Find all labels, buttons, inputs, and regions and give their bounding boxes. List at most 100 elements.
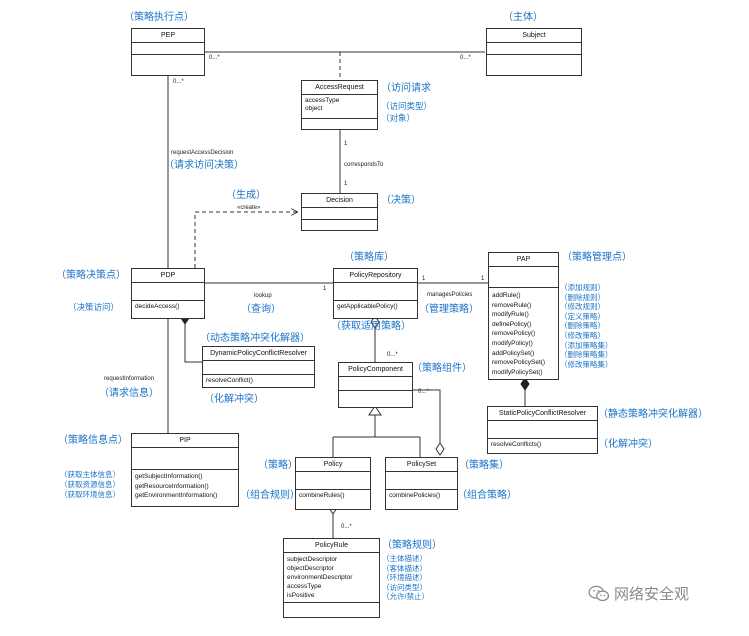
class-name: PolicyRepository — [334, 269, 417, 283]
annotation-combine-policies: （组合策略） — [457, 490, 517, 501]
annotation-pdp: （策略决策点） — [56, 270, 126, 281]
class-pip: PIP getSubjectInformation() getResourceI… — [131, 433, 239, 507]
class-policy-set: PolicySet combinePolicies() — [385, 457, 458, 510]
association-label: lookup — [254, 293, 272, 299]
operation: modifyPolicy() — [492, 339, 533, 347]
annotation-item: （添加规则） — [560, 283, 605, 292]
annotation-item: （获取环境信息） — [60, 490, 120, 499]
annotation-item: （添加策略集） — [560, 340, 613, 350]
class-pap: PAP addRule() removeRule() modifyRule() … — [488, 252, 559, 380]
annotation-pep: （策略执行点） — [124, 12, 194, 23]
annotation-list-pip-ops: （获取主体信息） （获取资源信息） （获取环境信息） — [60, 470, 120, 500]
class-static-conflict-resolver: StaticPolicyConflictResolver resolveConf… — [487, 406, 598, 454]
class-dynamic-conflict-resolver: DynamicPolicyConflictResolver resolveCon… — [202, 346, 315, 388]
annotation-resolve-conflict: （化解冲突） — [204, 394, 264, 405]
multiplicity-label: 0...* — [460, 55, 471, 61]
multiplicity-label: 1 — [344, 181, 348, 187]
class-decision: Decision — [301, 193, 378, 231]
association-label: requestAccessDecision — [171, 150, 234, 156]
watermark-text: 网络安全观 — [614, 586, 690, 603]
annotation-create: （生成） — [226, 190, 266, 201]
attribute: object — [305, 105, 323, 112]
attribute: environmentDescriptor — [287, 574, 353, 581]
annotation-item: （删除策略） — [560, 321, 605, 331]
edge-pdp-dynamic — [184, 318, 202, 363]
multiplicity-label: 1 — [323, 286, 327, 292]
operation: combineRules() — [299, 492, 345, 499]
class-attributes: subjectDescriptor objectDescriptor envir… — [284, 553, 379, 603]
attribute: isPositive — [287, 592, 315, 599]
annotation-policy-set: （策略集） — [459, 460, 509, 471]
annotation-item: （主体描述） — [382, 554, 427, 563]
annotation-pap: （策略管理点） — [562, 252, 632, 263]
annotation-repository: （策略库） — [344, 252, 394, 263]
operation: resolveConflicts() — [491, 441, 542, 448]
class-subject: Subject — [486, 28, 582, 76]
operation: getSubjectInformation() — [135, 473, 203, 480]
multiplicity-label: 1 — [344, 141, 348, 147]
attribute: accessType — [287, 583, 322, 590]
annotation-list-rule-attrs: （主体描述） （客体描述） （环境描述） （访问类型） （允许/禁止） — [382, 554, 429, 602]
annotation-request-decision: （请求访问决策） — [164, 160, 244, 171]
annotation-item: （修改策略） — [560, 330, 605, 340]
annotation-item: （客体描述） — [382, 563, 427, 573]
aggregation-diamond-repo — [370, 315, 380, 329]
operation: addRule() — [492, 292, 521, 299]
operation: removeRule() — [492, 301, 532, 309]
class-attributes: accessType object — [302, 95, 377, 119]
annotation-item: （环境描述） — [382, 573, 427, 582]
annotation-request-info: （请求信息） — [99, 388, 159, 399]
annotation-dynamic-resolver: （动态策略冲突化解器） — [200, 333, 310, 344]
multiplicity-label: 1 — [422, 276, 426, 282]
class-operations: combinePolicies() — [386, 490, 457, 509]
annotation-decision: （决策） — [381, 195, 421, 206]
operation: combinePolicies() — [389, 492, 441, 499]
wechat-icon — [588, 585, 610, 601]
class-operations: getApplicablePolicy() — [334, 301, 417, 318]
association-label: correspondsTo — [344, 162, 384, 168]
aggregation-diamond-policyset — [435, 442, 445, 456]
class-name: Subject — [487, 29, 581, 43]
annotation-policy-rule: （策略规则） — [382, 540, 442, 551]
operation: getResourceInformation() — [135, 482, 209, 490]
composition-diamond-pap — [520, 377, 530, 391]
attribute: subjectDescriptor — [287, 556, 338, 563]
annotation-manages: （管理策略） — [419, 304, 479, 315]
edge-create — [194, 212, 298, 268]
class-name: PolicySet — [386, 458, 457, 472]
annotation-policy-component: （策略组件） — [412, 363, 472, 374]
class-name: PEP — [132, 29, 204, 43]
operation: getEnvironmentInformation() — [135, 492, 218, 499]
class-name: DynamicPolicyConflictResolver — [203, 347, 314, 361]
operation: decideAccess() — [135, 303, 180, 310]
multiplicity-label: 0...* — [418, 389, 429, 395]
annotation-list-pap-ops: （添加规则） （删除规则） （修改规则） （定义策略） （删除策略） （修改策略… — [560, 283, 613, 369]
stereotype-label: «create» — [237, 205, 261, 211]
annotation-item: （删除策略集） — [560, 350, 613, 360]
class-policy: Policy combineRules() — [295, 457, 371, 510]
operation: definePolicy() — [492, 320, 532, 328]
class-name: Decision — [302, 194, 377, 208]
class-operations: decideAccess() — [132, 301, 204, 318]
annotation-item: （修改规则） — [560, 302, 605, 312]
operation: modifyPolicySet() — [492, 368, 543, 376]
class-name: Policy — [296, 458, 370, 472]
watermark: 网络安全观 — [588, 583, 689, 604]
operation: resolveConflict() — [206, 377, 253, 384]
annotation-policy: （策略） — [258, 460, 298, 471]
inheritance-triangle — [368, 405, 382, 416]
annotation-item: （访问类型） — [382, 582, 427, 592]
operation: getApplicablePolicy() — [337, 303, 398, 310]
annotation-combine-rules: （组合规则） — [240, 490, 300, 501]
class-name: PolicyRule — [284, 539, 379, 553]
class-operations: addRule() removeRule() modifyRule() defi… — [489, 288, 558, 379]
class-pep: PEP — [131, 28, 205, 76]
class-operations: resolveConflicts() — [488, 439, 597, 453]
annotation-item: （修改策略集） — [560, 359, 613, 369]
annotation-static-resolver: （静态策略冲突化解器） — [598, 409, 708, 420]
class-name: AccessRequest — [302, 81, 377, 95]
annotation-decide-access: （决策访问） — [68, 302, 120, 312]
class-operations: resolveConflict() — [203, 375, 314, 387]
multiplicity-label: 1 — [481, 276, 485, 282]
class-operations: combineRules() — [296, 490, 370, 509]
